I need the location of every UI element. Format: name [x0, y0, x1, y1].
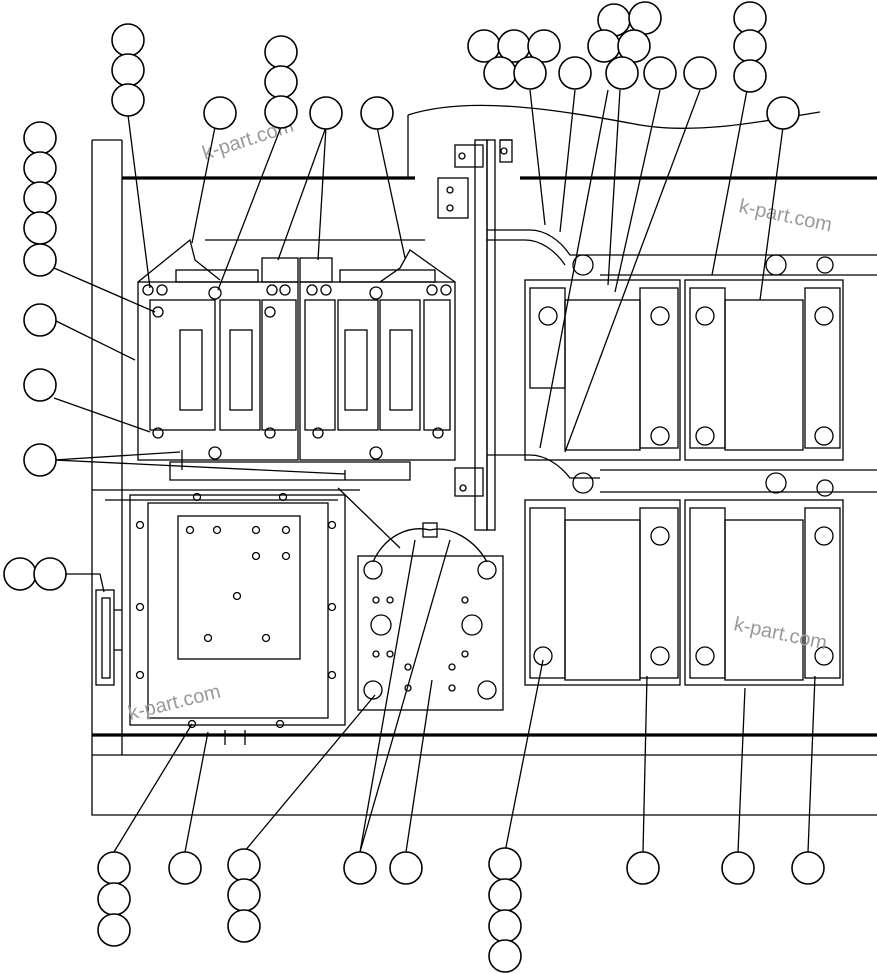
- watermark: k-part.com: [732, 613, 829, 654]
- callout-circles: [3, 1, 825, 973]
- callout: [264, 65, 298, 99]
- callout: [791, 851, 825, 885]
- callout: [360, 96, 394, 130]
- callout: [643, 56, 677, 90]
- callout: [111, 83, 145, 117]
- callout: [23, 151, 57, 185]
- callout: [488, 939, 522, 973]
- lower-left-panel: [129, 492, 346, 745]
- callout: [683, 56, 717, 90]
- callout: [23, 368, 57, 402]
- callout: [23, 443, 57, 477]
- callout: [513, 56, 547, 90]
- callout: [488, 878, 522, 912]
- callout: [264, 95, 298, 129]
- callout: [23, 303, 57, 337]
- callout: [343, 851, 377, 885]
- callout: [23, 243, 57, 277]
- callout: [168, 851, 202, 885]
- callout: [203, 96, 237, 130]
- right-contactor-lower: [487, 454, 877, 686]
- callout: [721, 851, 755, 885]
- callout: [766, 96, 800, 130]
- callout: [626, 851, 660, 885]
- left-relay-group: [137, 238, 456, 481]
- center-bus-bar: [437, 139, 513, 531]
- callout: [309, 96, 343, 130]
- callout: [628, 1, 662, 35]
- watermarks: k-part.com k-part.com k-part.com k-part.…: [126, 115, 834, 725]
- watermark: k-part.com: [737, 195, 834, 236]
- callout: [97, 913, 131, 947]
- callout: [483, 56, 517, 90]
- callout: [227, 878, 261, 912]
- callout: [488, 909, 522, 943]
- leader-lines: [53, 89, 816, 853]
- callout: [111, 23, 145, 57]
- callout: [227, 909, 261, 943]
- callout: [733, 59, 767, 93]
- callout: [97, 882, 131, 916]
- callout: [3, 557, 37, 591]
- side-connector: [95, 589, 122, 686]
- callout: [264, 35, 298, 69]
- terminal-plate: [357, 522, 504, 711]
- callout: [389, 851, 423, 885]
- callout: [33, 557, 67, 591]
- callout: [733, 29, 767, 63]
- callout: [558, 56, 592, 90]
- frame: [91, 104, 877, 816]
- callout: [605, 56, 639, 90]
- callout: [23, 181, 57, 215]
- callout: [111, 53, 145, 87]
- callout: [97, 851, 131, 885]
- callout: [488, 847, 522, 881]
- callout: [227, 848, 261, 882]
- callout: [527, 29, 561, 63]
- callout: [23, 121, 57, 155]
- callout: [23, 211, 57, 245]
- right-contactor-upper: [487, 229, 877, 461]
- callout: [587, 29, 621, 63]
